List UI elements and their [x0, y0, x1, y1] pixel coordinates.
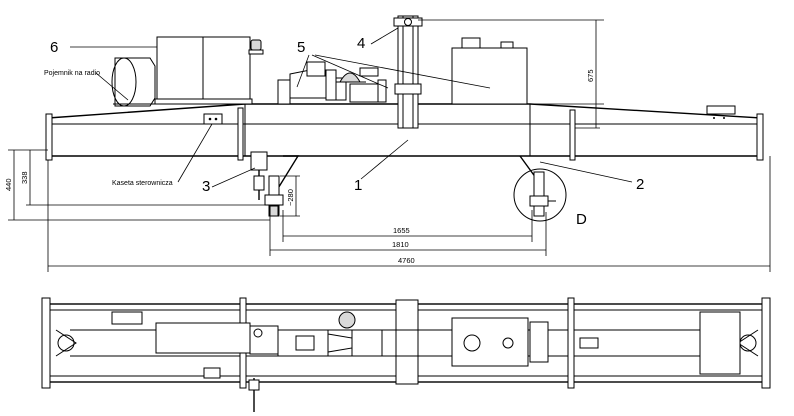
lifting-mast — [397, 15, 419, 129]
limit-switch — [359, 67, 379, 77]
leader-3 — [211, 167, 256, 188]
bolt-icon — [208, 117, 212, 121]
gripper-jaw — [269, 205, 279, 217]
leader-radio — [95, 72, 129, 101]
mast-clamp — [394, 83, 422, 95]
plan-stiffener — [567, 297, 575, 389]
dim-280: ~280 — [286, 189, 295, 206]
dim-1810: 1810 — [392, 240, 409, 249]
plan-port-icon — [463, 334, 481, 352]
callout-5: 5 — [297, 39, 305, 56]
coupling — [325, 69, 337, 101]
vent-cap — [500, 41, 514, 49]
detail-gripper-head — [529, 195, 549, 207]
dim-338: 338 — [20, 171, 29, 184]
support-strut-right — [519, 155, 537, 179]
wheel-icon — [739, 334, 757, 352]
dim-4760: 4760 — [398, 256, 415, 265]
end-plate-left — [45, 113, 53, 161]
plan-brake-icon — [338, 311, 356, 329]
motor-terminal-box — [306, 61, 326, 77]
rope-drum — [349, 83, 379, 103]
plan-end-left — [41, 297, 51, 389]
plan-cabinet — [155, 322, 251, 354]
leaders — [70, 27, 633, 188]
filler-cap — [461, 37, 481, 49]
detail-gripper-arm — [533, 171, 545, 217]
leader-5a — [296, 54, 310, 88]
plan-hook-block — [248, 379, 260, 391]
dim-675: 675 — [586, 69, 595, 82]
label-control-box: Kaseta sterownicza — [112, 180, 173, 187]
control-box-plate — [203, 113, 223, 125]
dimensions — [8, 19, 771, 272]
label-radio-container: Pojemnik na radio — [44, 70, 100, 77]
callout-6: 6 — [50, 39, 58, 56]
bolt-icon — [214, 117, 218, 121]
plan-end-right — [761, 297, 771, 389]
plan-view — [41, 297, 771, 412]
plan-control-box — [203, 367, 221, 379]
annotations: 6 5 4 3 1 2 D Pojemnik na radio Kaseta s… — [4, 35, 644, 265]
support-strut — [276, 155, 300, 191]
beacon-lamp — [250, 39, 262, 51]
plan-bracket — [529, 321, 549, 363]
detail-label: D — [576, 211, 587, 228]
hook-block — [253, 175, 265, 191]
stiffener-left — [237, 107, 244, 161]
plan-drum — [351, 329, 383, 357]
plan-mast — [395, 299, 419, 385]
nameplate — [706, 105, 736, 115]
counterweight-box — [451, 47, 528, 105]
gearbox-shaft — [335, 77, 347, 101]
gripper-head — [264, 194, 284, 206]
radio-container — [114, 57, 156, 107]
plan-coupling — [295, 335, 315, 351]
callout-1: 1 — [354, 177, 362, 194]
side-elevation — [45, 15, 764, 222]
hook-bracket — [250, 151, 268, 171]
bolt-icon — [253, 328, 263, 338]
leader-5b — [311, 54, 389, 89]
stiffener-right — [569, 109, 576, 161]
callout-4: 4 — [357, 35, 365, 52]
plan-motor — [249, 325, 279, 355]
beacon-base — [248, 49, 264, 55]
plan-shaft — [327, 333, 353, 353]
leader-1 — [360, 139, 409, 180]
dim-1655: 1655 — [393, 226, 410, 235]
radio-container-end — [111, 57, 137, 107]
wheel-bracket — [55, 329, 77, 357]
leader-5c — [314, 54, 491, 89]
end-plate-right — [756, 113, 764, 161]
bolt-icon — [723, 117, 725, 119]
bolt-icon — [713, 117, 715, 119]
sheave-icon — [404, 18, 412, 26]
drum-bearing — [377, 79, 387, 103]
leader-2 — [539, 161, 633, 183]
plan-radio — [111, 311, 143, 325]
leader-4 — [370, 27, 399, 45]
cabinet-base — [154, 98, 253, 105]
plan-end-frame — [699, 311, 741, 375]
wheel-icon — [57, 334, 75, 352]
plan-counterweight — [451, 317, 529, 367]
motor-flange — [277, 79, 291, 105]
callout-3: 3 — [202, 178, 210, 195]
plan-fitting — [579, 337, 599, 349]
plan-port-icon — [502, 337, 514, 349]
dim-440: 440 — [4, 178, 13, 191]
detail-circle — [513, 168, 567, 222]
callout-2: 2 — [636, 176, 644, 193]
leader-control-box — [177, 123, 213, 183]
